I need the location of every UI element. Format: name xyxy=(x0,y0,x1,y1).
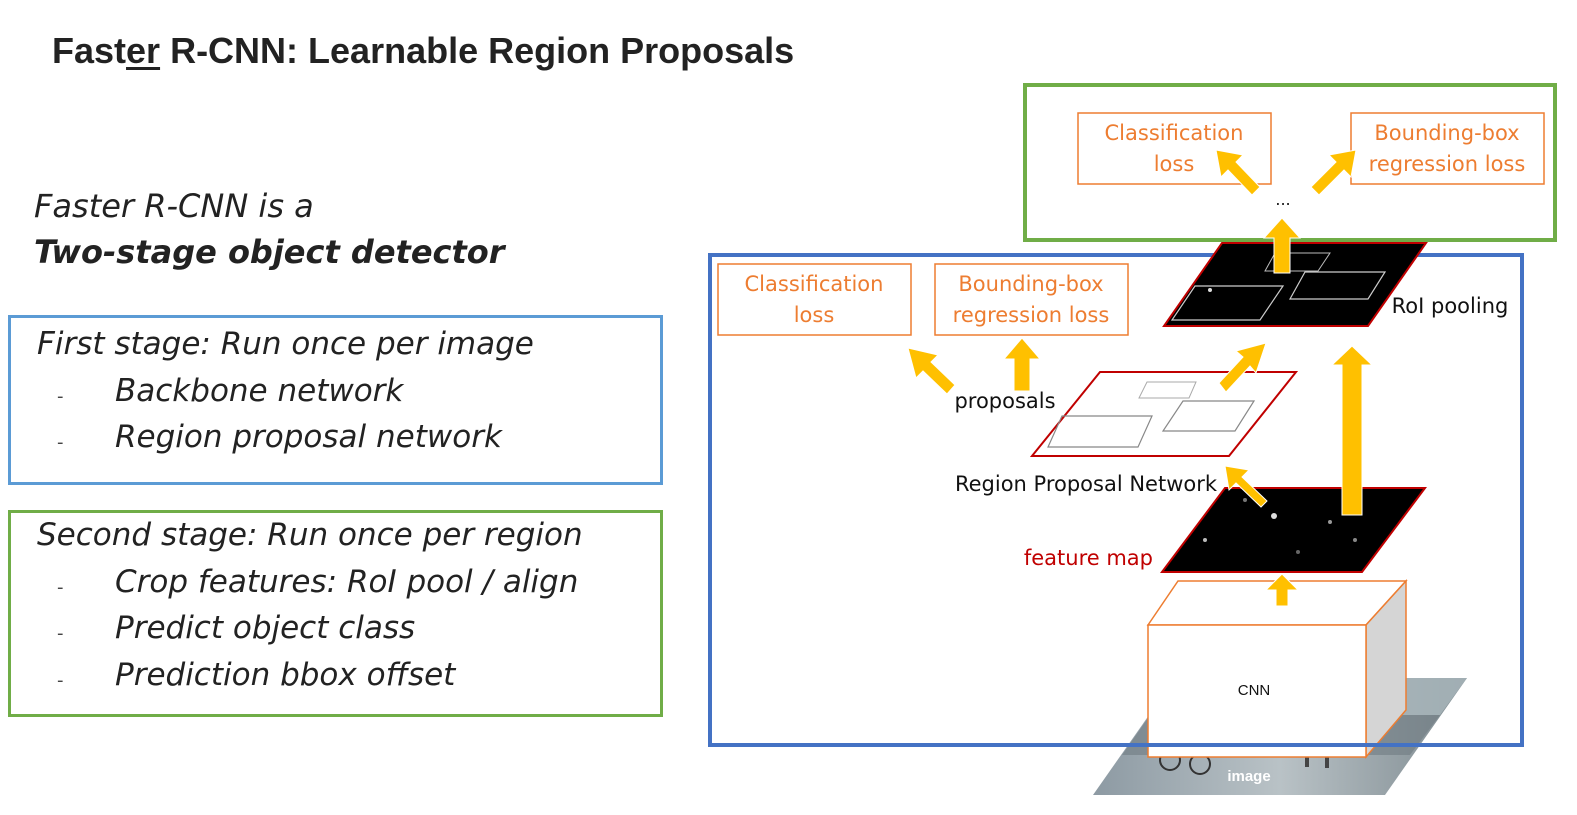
arrow-feature-map-to-roi-pooling xyxy=(1330,345,1374,516)
feature-map xyxy=(1160,487,1427,573)
intro-line-2: Two-stage object detector xyxy=(34,233,505,271)
arrow-feature-map-to-proposals xyxy=(1224,465,1268,508)
intro-text: Faster R-CNN is a Two-stage object detec… xyxy=(34,183,505,275)
second-stage-item: Crop features: RoI pool / align xyxy=(115,564,579,600)
arrow-proposals-to-roi-pooling xyxy=(1218,342,1267,393)
roi-pooling-label: RoI pooling xyxy=(1392,294,1509,318)
bullet-dash: - xyxy=(57,577,64,598)
second-stage-item: Prediction bbox offset xyxy=(115,657,456,693)
arrow-proposals-to-rpn-cls-loss xyxy=(907,347,956,395)
arrow-proposals-to-rpn-bbox-loss xyxy=(1002,337,1042,392)
proposals-plane xyxy=(1029,371,1299,457)
rpn-bbox-loss-label: regression loss xyxy=(953,303,1110,327)
diagram-first-stage-box xyxy=(708,253,1524,747)
image-label: image xyxy=(1227,768,1270,785)
second-stage-heading: Second stage: Run once per region xyxy=(37,517,583,553)
final-bbox-loss-label: Bounding-box xyxy=(1374,121,1519,145)
final-bbox-loss-label: regression loss xyxy=(1369,152,1526,176)
rpn-label: Region Proposal Network xyxy=(955,472,1218,496)
roi-pooling-plane xyxy=(1162,242,1428,327)
first-stage-box: First stage: Run once per image - Backbo… xyxy=(8,315,663,485)
proposals-label: proposals xyxy=(954,389,1055,413)
feature-map-label: feature map xyxy=(1024,546,1153,570)
bullet-dash: - xyxy=(57,432,64,453)
final-bbox-loss-box xyxy=(1350,112,1545,185)
intro-line-1: Faster R-CNN is a xyxy=(34,187,314,225)
ellipsis-label: ... xyxy=(1275,190,1290,209)
cnn-block: CNN xyxy=(1146,579,1408,760)
bullet-dash: - xyxy=(57,386,64,407)
first-stage-heading: First stage: Run once per image xyxy=(37,326,534,362)
bullet-dash: - xyxy=(57,623,64,644)
second-stage-item: Predict object class xyxy=(115,610,416,646)
rpn-classification-loss-box xyxy=(717,263,912,336)
title-underlined-part: er xyxy=(126,30,161,71)
rpn-classification-loss-label: loss xyxy=(794,303,835,327)
bullet-dash: - xyxy=(57,670,64,691)
arrow-roi-pooling-to-second-stage xyxy=(1262,217,1302,274)
arrow-cnn-to-feature-map xyxy=(1264,573,1300,607)
first-stage-item: Backbone network xyxy=(115,373,404,409)
rpn-bbox-loss-box xyxy=(934,263,1129,336)
rpn-classification-loss-label: Classification xyxy=(745,272,884,296)
final-classification-loss-label: Classification xyxy=(1105,121,1244,145)
second-stage-box: Second stage: Run once per region - Crop… xyxy=(8,510,663,717)
final-classification-loss-label: loss xyxy=(1154,152,1195,176)
arrow-to-final-cls-loss xyxy=(1215,149,1261,196)
rpn-bbox-loss-label: Bounding-box xyxy=(958,272,1103,296)
arrow-to-final-bbox-loss xyxy=(1310,149,1357,196)
page-title: Faster R-CNN: Learnable Region Proposals xyxy=(52,30,795,71)
cnn-label: CNN xyxy=(1238,682,1271,699)
first-stage-item: Region proposal network xyxy=(115,419,502,455)
